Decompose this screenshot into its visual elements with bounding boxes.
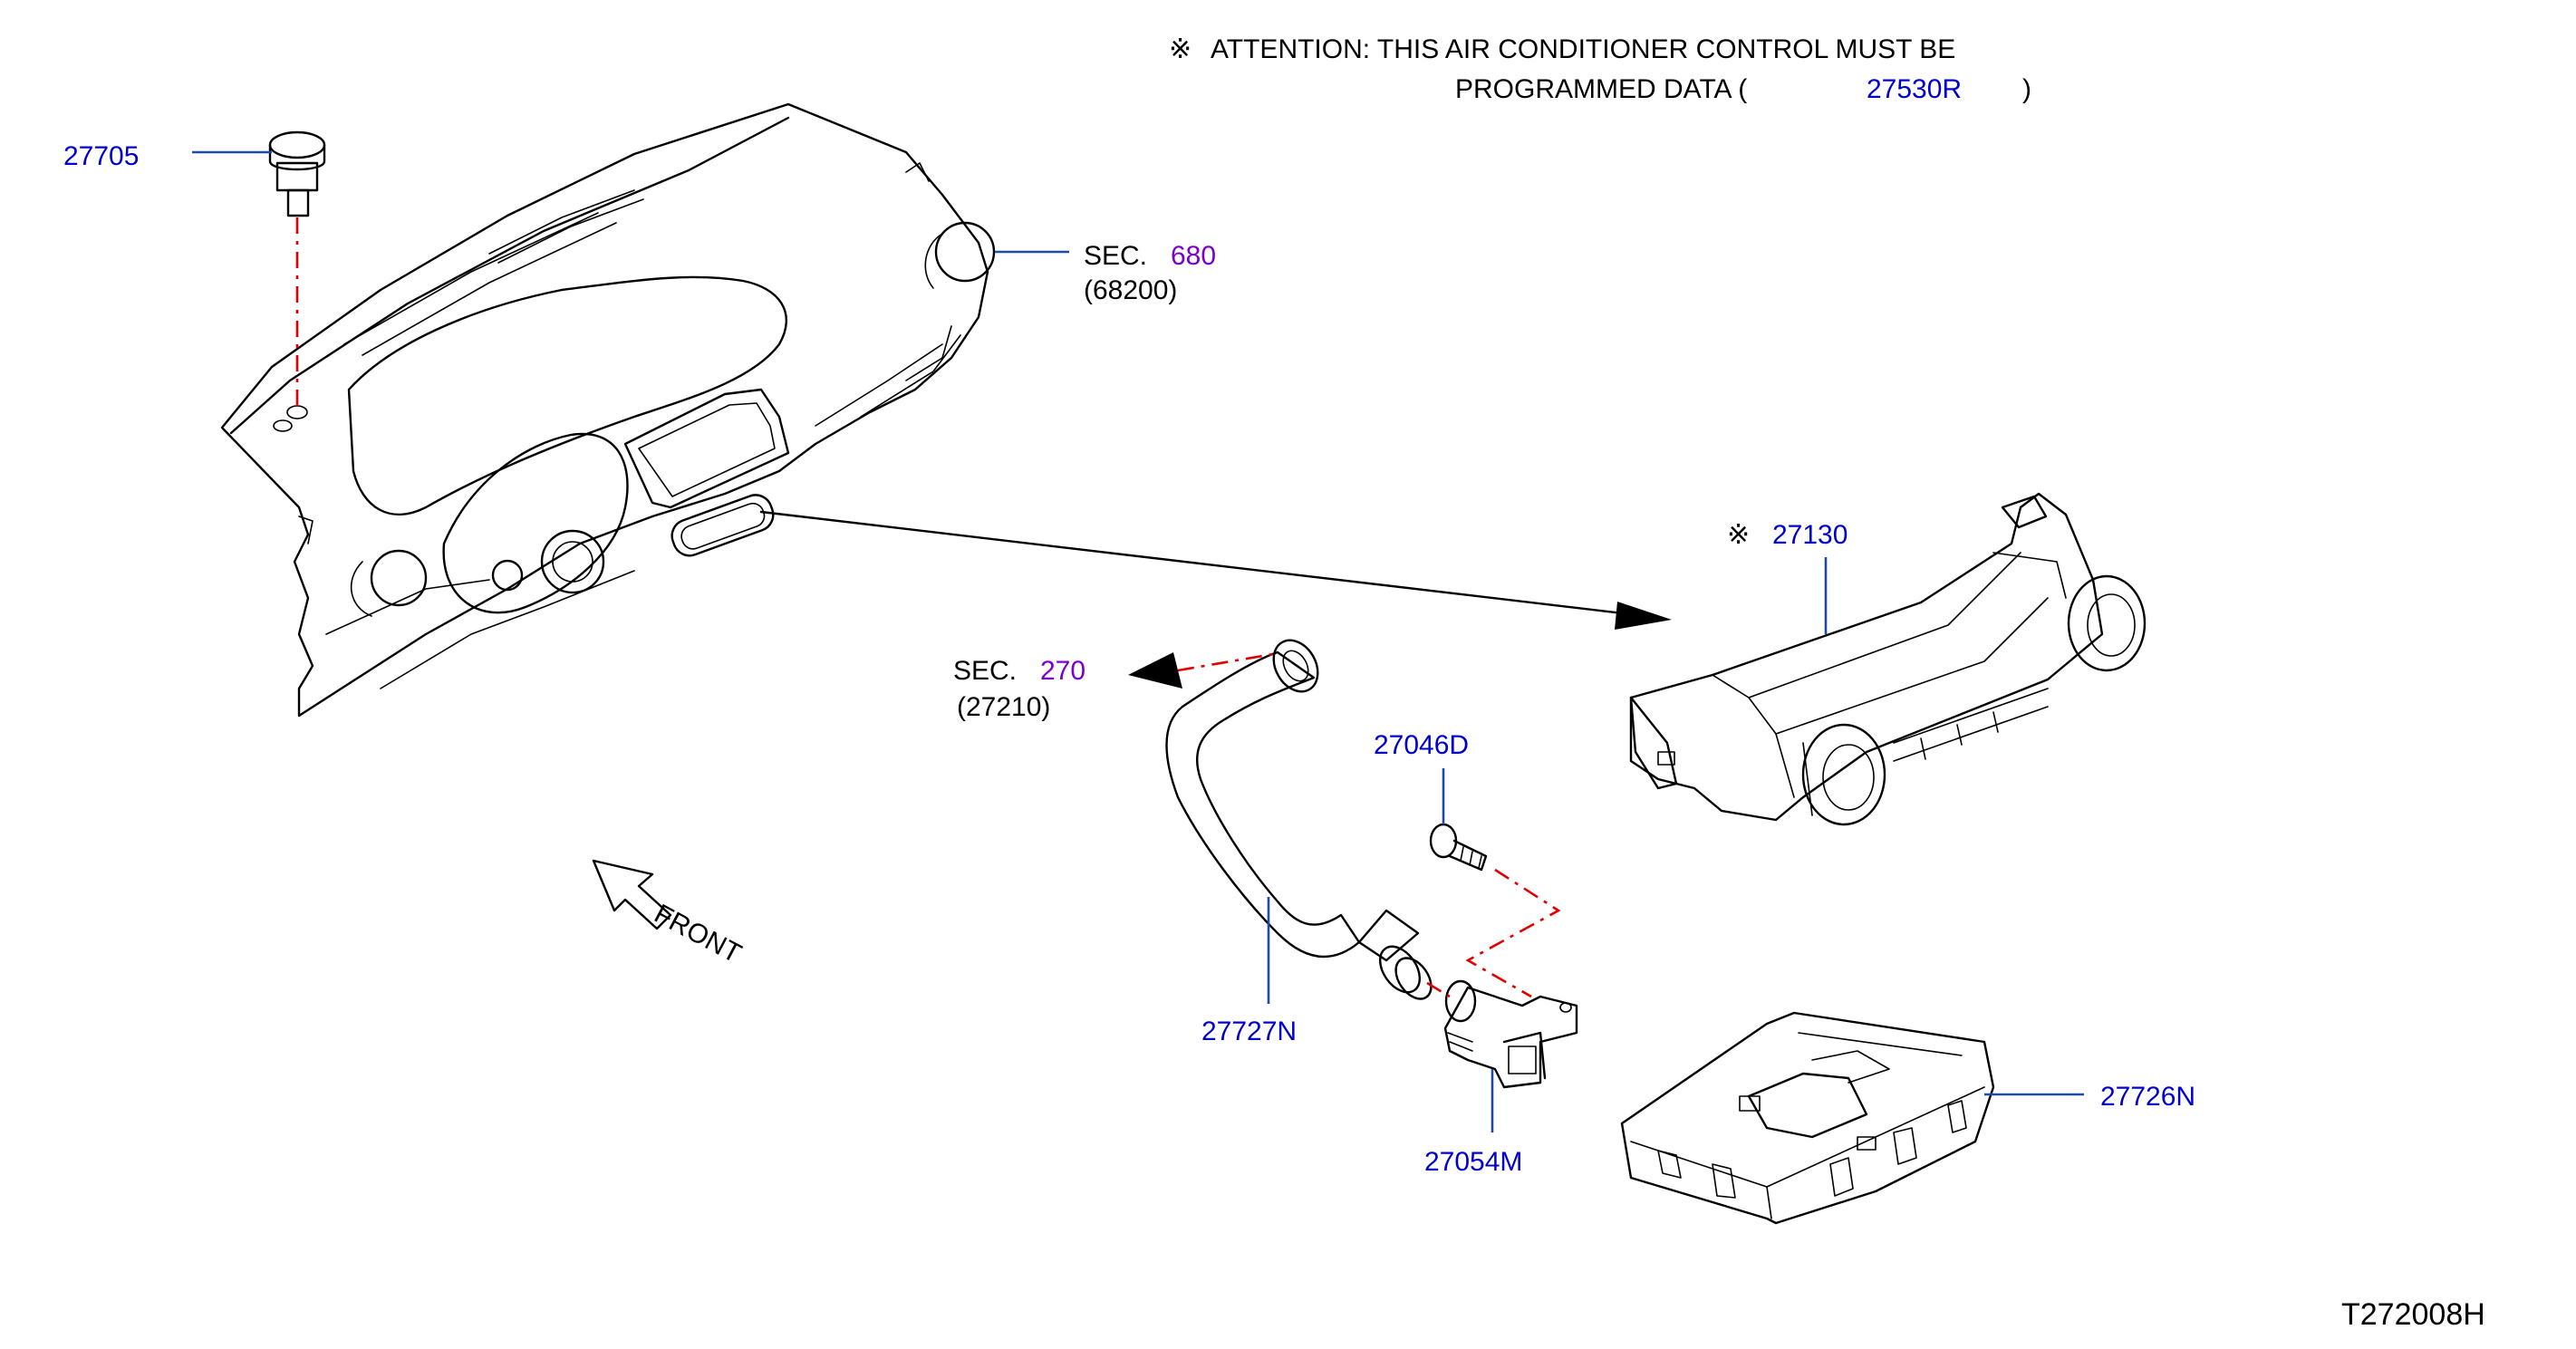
attention-line-2-prefix: PROGRAMMED DATA ( bbox=[1455, 74, 1747, 104]
duct-outlet-dashline bbox=[1177, 652, 1274, 672]
label-27726N[interactable]: 27726N bbox=[2100, 1082, 2195, 1112]
label-27727N[interactable]: 27727N bbox=[1201, 1017, 1297, 1046]
drawing-id: T272008H bbox=[2341, 1297, 2485, 1332]
label-27130-mark: ※ bbox=[1727, 520, 1750, 550]
label-27054M[interactable]: 27054M bbox=[1424, 1147, 1522, 1177]
leader-lines bbox=[192, 150, 2084, 1132]
sec270-sub: (27210) bbox=[957, 692, 1050, 722]
sec680-sub: (68200) bbox=[1084, 275, 1177, 305]
relocation-arrow bbox=[759, 510, 1672, 630]
attention-line-2-suffix: ) bbox=[2022, 74, 2031, 104]
front-direction-indicator: FRONT bbox=[592, 859, 747, 969]
part-labels: 27705 SEC. 680 (68200) ※ 27130 SEC. 270 … bbox=[63, 141, 2485, 1332]
sec270-prefix: SEC. bbox=[953, 656, 1017, 686]
front-label: FRONT bbox=[650, 899, 747, 969]
in-vehicle-sensor-drawing bbox=[1443, 979, 1578, 1089]
sec680-prefix: SEC. bbox=[1084, 241, 1147, 271]
sec270-number[interactable]: 270 bbox=[1040, 656, 1085, 686]
aspirator-duct-drawing bbox=[1165, 639, 1433, 1000]
attention-note: ※ ATTENTION: THIS AIR CONDITIONER CONTRO… bbox=[1169, 34, 2031, 104]
attention-mark: ※ bbox=[1169, 34, 1192, 64]
screw-dashline bbox=[1465, 868, 1561, 998]
sec680-number[interactable]: 680 bbox=[1171, 241, 1216, 271]
sec270-arrow-icon bbox=[1128, 652, 1182, 689]
label-27046D[interactable]: 27046D bbox=[1374, 730, 1469, 760]
screw-drawing bbox=[1429, 823, 1488, 872]
sensor-duct-dashline bbox=[1426, 981, 1451, 998]
attention-programmed-code[interactable]: 27530R bbox=[1867, 74, 1962, 104]
control-module-drawing bbox=[1620, 1011, 1995, 1225]
instrument-panel-drawing bbox=[220, 102, 996, 718]
label-27705[interactable]: 27705 bbox=[63, 141, 139, 171]
label-27130[interactable]: 27130 bbox=[1772, 520, 1848, 550]
ac-control-unit-drawing bbox=[1629, 492, 2147, 826]
sunload-sensor-drawing bbox=[268, 130, 326, 217]
front-arrow-icon bbox=[592, 859, 672, 930]
attention-line-1: ATTENTION: THIS AIR CONDITIONER CONTROL … bbox=[1211, 34, 1955, 64]
